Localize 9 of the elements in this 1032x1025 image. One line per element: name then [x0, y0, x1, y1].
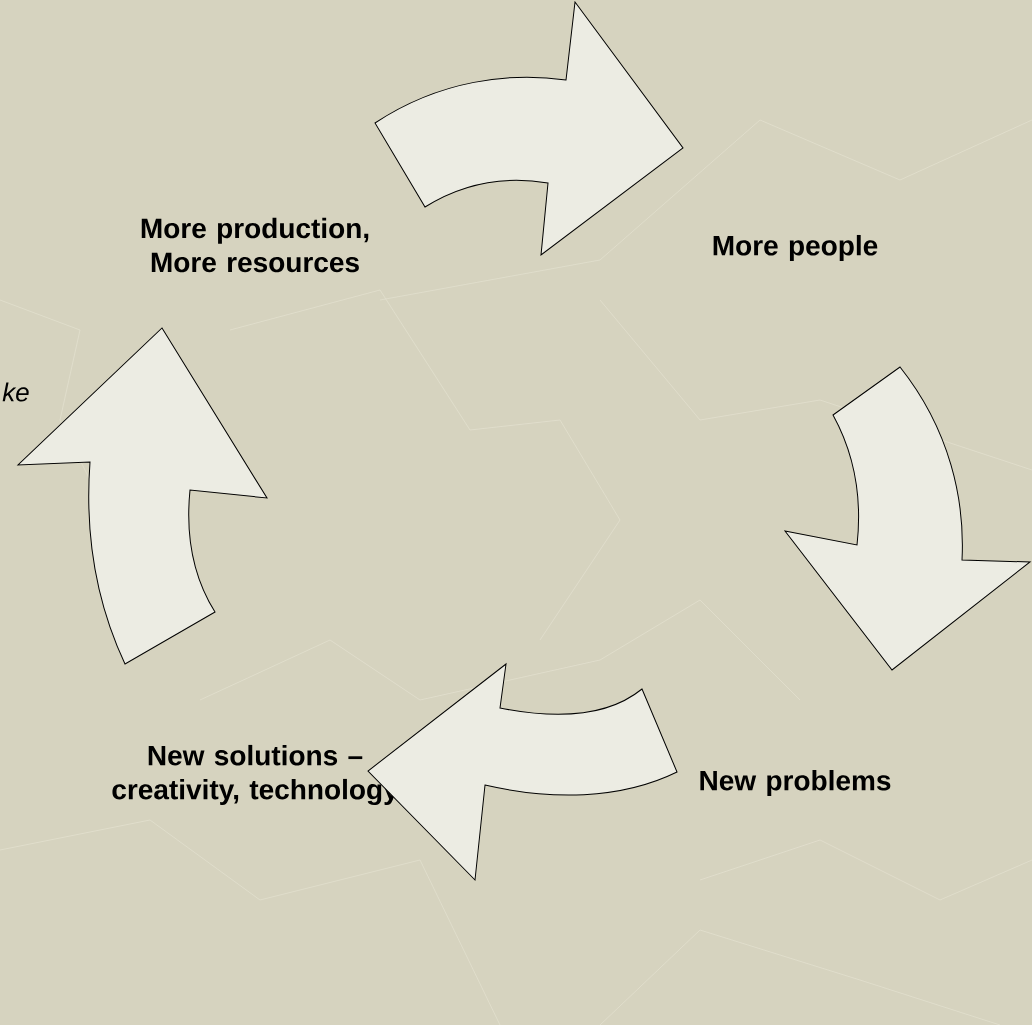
cycle-label: New problems [700, 769, 891, 797]
block-arrow [784, 366, 1031, 671]
block-arrow [17, 327, 268, 665]
block-arrow [367, 663, 678, 881]
cycle-label: New solutions – creativity, technology [112, 744, 399, 806]
side-text: ke [2, 382, 29, 402]
cycle-label: More production, More resources [141, 217, 369, 273]
cycle-label: More people [713, 234, 878, 262]
block-arrow [374, 1, 684, 256]
